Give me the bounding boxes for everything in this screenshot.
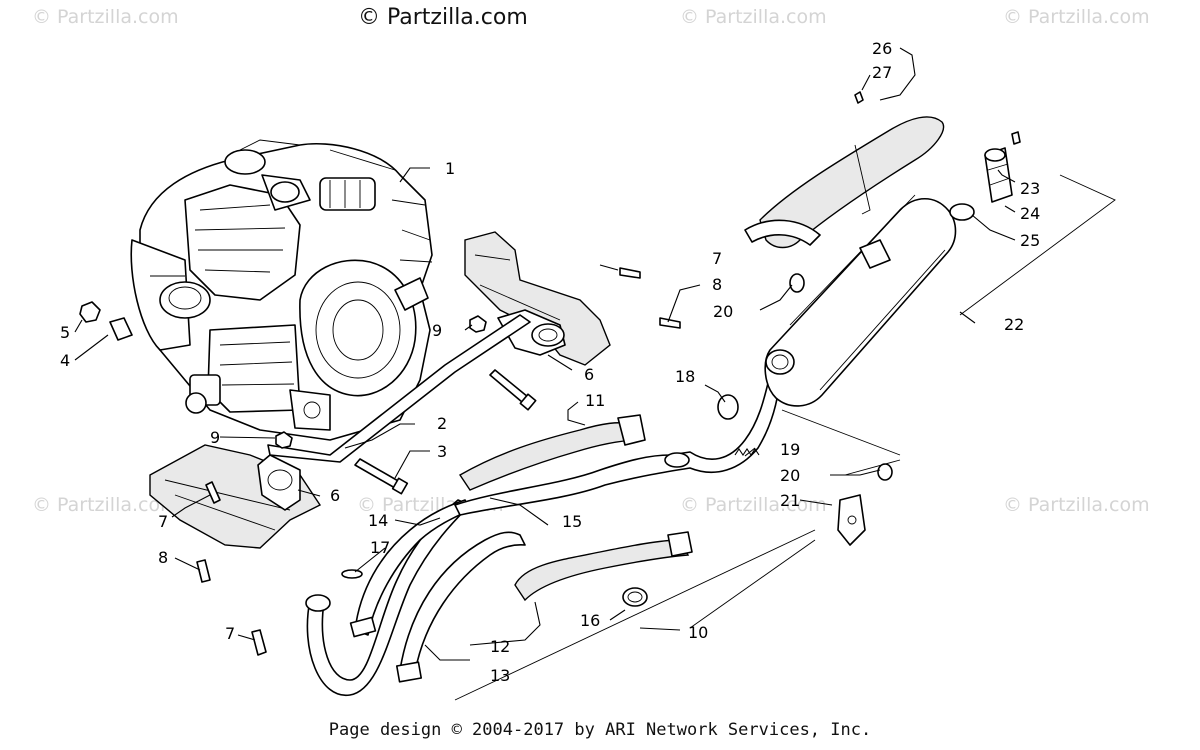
callout-17: 17 (370, 538, 390, 557)
callout-24: 24 (1020, 204, 1040, 223)
callout-8-top: 8 (712, 275, 722, 294)
muffler[interactable] (764, 194, 957, 407)
nut-5[interactable] (79, 301, 101, 323)
watermark-top-right-2: © Partzilla.com (1003, 6, 1150, 28)
header-pipe-lower[interactable] (395, 531, 526, 683)
bolt-group[interactable] (196, 267, 681, 656)
callout-13: 13 (490, 666, 510, 685)
callout-27: 27 (872, 63, 892, 82)
nut-9-lower[interactable] (275, 431, 293, 449)
grommet-20-upper[interactable] (789, 273, 805, 293)
spring-19[interactable] (734, 448, 760, 456)
spacer-4[interactable] (109, 317, 133, 341)
screw-23[interactable] (1011, 131, 1021, 145)
callout-3: 3 (437, 442, 447, 461)
callout-20-lower: 20 (780, 466, 800, 485)
callout-12: 12 (490, 637, 510, 656)
pipe-heat-shield-upper[interactable] (459, 414, 646, 491)
callout-11: 11 (585, 391, 605, 410)
callout-4: 4 (60, 351, 70, 370)
muffler-bracket[interactable] (859, 239, 891, 269)
callout-23: 23 (1020, 179, 1040, 198)
footer-copyright: Page design © 2004-2017 by ARI Network S… (328, 720, 872, 740)
gasket-17[interactable] (341, 569, 363, 579)
watermark-top-center: © Partzilla.com (358, 5, 528, 30)
callout-labels: 1 2 3 4 5 6 6 7 7 7 8 8 9 9 10 11 12 13 … (60, 39, 1040, 685)
nut-9-upper[interactable] (469, 315, 487, 333)
callout-8-left: 8 (158, 548, 168, 567)
callout-9-upper: 9 (432, 321, 442, 340)
callout-26: 26 (872, 39, 892, 58)
callout-6-lower: 6 (330, 486, 340, 505)
heat-shield-plate-upper[interactable] (464, 231, 611, 366)
callout-15: 15 (562, 512, 582, 531)
callout-19: 19 (780, 440, 800, 459)
callout-16: 16 (580, 611, 600, 630)
callout-21: 21 (780, 491, 800, 510)
group-bracket-lines (454, 174, 1116, 701)
callout-5: 5 (60, 323, 70, 342)
watermark-mid-right-1: © Partzilla.com (680, 494, 827, 516)
callout-9-lower: 9 (210, 428, 220, 447)
muffler-heat-shield[interactable] (744, 116, 945, 249)
callout-7-left: 7 (158, 512, 168, 531)
callout-14: 14 (368, 511, 388, 530)
watermark-top-left: © Partzilla.com (32, 6, 179, 28)
watermark-top-right-1: © Partzilla.com (680, 6, 827, 28)
pipe-heat-shield-lower[interactable] (514, 531, 693, 602)
bracket-21[interactable] (837, 494, 866, 546)
grommet-20-lower[interactable] (877, 463, 893, 481)
engine-drawing[interactable] (130, 139, 433, 441)
mounting-bracket[interactable] (267, 314, 531, 463)
spark-arrestor-24[interactable] (984, 147, 1013, 203)
watermark-mid-right-2: © Partzilla.com (1003, 494, 1150, 516)
callout-2: 2 (437, 414, 447, 433)
watermark-mid-left: © Partzilla.com (32, 494, 179, 516)
gasket-25[interactable] (949, 203, 975, 221)
gasket-18[interactable] (717, 394, 739, 420)
callout-1: 1 (445, 159, 455, 178)
callout-7-top: 7 (712, 249, 722, 268)
callout-22: 22 (1004, 315, 1024, 334)
callout-18: 18 (675, 367, 695, 386)
leader-lines (74, 47, 1016, 661)
clamp-16[interactable] (622, 587, 648, 607)
callout-6-upper: 6 (584, 365, 594, 384)
callout-25: 25 (1020, 231, 1040, 250)
callout-10: 10 (688, 623, 708, 642)
callout-20-upper: 20 (713, 302, 733, 321)
callout-7-bottom: 7 (225, 624, 235, 643)
screw-27[interactable] (854, 91, 864, 104)
